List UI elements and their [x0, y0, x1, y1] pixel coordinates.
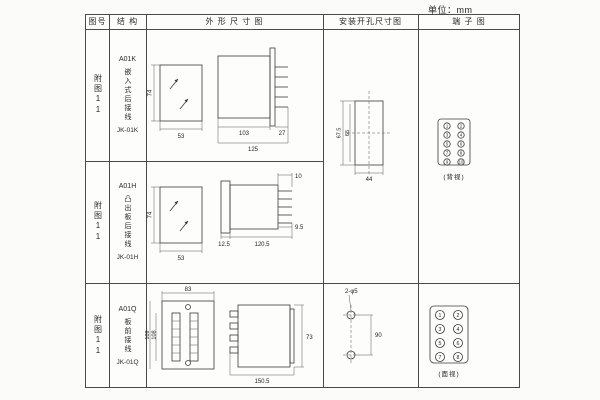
terminal-pins	[278, 190, 292, 224]
view-label: (背视)	[443, 172, 464, 181]
view-label: (面视)	[438, 369, 459, 378]
model-label: A01H	[118, 183, 137, 190]
structure-row1: A01K 嵌入式后接线 JK-01K	[109, 29, 146, 161]
model-code: JK-01Q	[116, 359, 139, 366]
header-outline: 外 形 尺 寸 图	[205, 17, 264, 26]
dim-side-body: 103	[239, 131, 250, 137]
dim-front-height: 74	[148, 89, 154, 96]
dim-front-height-inner: 108	[152, 330, 158, 339]
terminal-number: 1	[446, 124, 449, 129]
hole-spec-label: 2-φ5	[345, 289, 358, 295]
fig-no-row2: 附图11	[86, 161, 109, 283]
terminal-number: 3	[439, 327, 442, 333]
terminal-number: 2	[457, 313, 460, 319]
terminal-number: 5	[439, 341, 442, 347]
structure-row2: A01H 凸出板后接线 JK-01H	[109, 161, 146, 283]
dim-side-tail: 27	[279, 131, 286, 137]
terminal-circles: 1 2 3 4 5 6 7 8	[435, 310, 463, 362]
dim-front-width: 53	[178, 134, 185, 140]
fig-no-row3: 附图11	[86, 283, 109, 389]
terminal-number: 6	[457, 341, 460, 347]
dim-side-total: 120.5	[254, 242, 270, 248]
terminal-number: 5	[446, 142, 449, 147]
terminal-number: 2	[460, 124, 463, 129]
adjust-arrow-icon	[169, 200, 189, 232]
dim-pin-length: 10	[295, 174, 302, 180]
spec-table: 图号 结 构 外 形 尺 寸 图 安装开孔尺寸图 端 子 图 附图11 附图11…	[85, 14, 520, 388]
header-terminal: 端 子 图	[452, 17, 486, 26]
terminal-diagram-back: 1 2 3 4 5 6 7 8 9 10 (背视)	[437, 118, 471, 181]
terminal-number: 10	[459, 160, 464, 165]
dim-rear: 9.5	[295, 225, 304, 231]
dim-cutout-height-inner: 65	[345, 130, 351, 136]
header-structure: 结 构	[116, 17, 139, 26]
mounting-holes-drawing: 2-φ5 90	[343, 289, 382, 365]
dim-side-total: 125	[248, 147, 259, 153]
terminal-number: 7	[439, 355, 442, 361]
terminal-number: 8	[460, 151, 463, 156]
dim-front-width: 83	[185, 287, 192, 293]
terminal-number: 4	[460, 133, 463, 138]
dim-bezel: 12.5	[218, 242, 230, 248]
terminal-number: 1	[439, 313, 442, 319]
dim-cutout-width: 44	[366, 177, 373, 183]
dim-side-height: 73	[306, 335, 313, 341]
terminal-pins	[275, 66, 288, 108]
grid-line	[86, 161, 323, 162]
dim-hole-pitch: 90	[375, 333, 382, 339]
grid-line	[109, 15, 110, 388]
dim-front-width: 53	[178, 256, 185, 262]
structure-desc: 嵌入式后接线	[124, 68, 131, 122]
header-mounting: 安装开孔尺寸图	[339, 17, 402, 26]
mounting-hole	[185, 304, 191, 310]
grid-line	[86, 29, 519, 30]
outline-drawing-a01h: 74 53 10 9.5	[148, 173, 304, 262]
grid-line	[418, 15, 419, 388]
terminal-diagram-front: 1 2 3 4 5 6 7 8 (面视)	[429, 305, 469, 378]
terminal-number: 7	[446, 151, 449, 156]
terminal-strip	[171, 312, 199, 362]
unit-label: 单位：mm	[428, 5, 473, 15]
terminal-circles: 1 2 3 4 5 6 7 8 9 10	[443, 122, 465, 166]
structure-desc: 凸出板后接线	[124, 195, 131, 249]
header-fig-no: 图号	[88, 17, 107, 26]
dim-side-total: 150.5	[254, 379, 270, 385]
adjust-arrow-icon	[169, 78, 189, 110]
fig-no-text: 附图11	[93, 315, 103, 357]
mounting-cutout-drawing: 67.5 65 44	[337, 91, 391, 183]
dim-cutout-height: 67.5	[337, 128, 343, 139]
dim-front-height: 74	[148, 211, 154, 218]
model-label: A01K	[118, 56, 137, 63]
structure-row3: A01Q 板前接线 JK-01Q	[109, 283, 146, 389]
outline-drawing-a01q: 83 109 108 73 150.5	[145, 287, 313, 385]
model-label: A01Q	[118, 306, 137, 313]
terminal-number: 8	[457, 355, 460, 361]
grid-line	[86, 283, 519, 284]
terminal-number: 9	[446, 160, 449, 165]
mounting-hole	[185, 360, 191, 366]
model-code: JK-01H	[116, 254, 139, 261]
front-terminals	[229, 310, 239, 354]
terminal-number: 6	[460, 142, 463, 147]
fig-no-text: 附图11	[93, 74, 103, 116]
model-code: JK-01K	[116, 127, 139, 134]
fig-no-row1: 附图11	[86, 29, 109, 161]
dim-front-height: 109	[145, 330, 151, 339]
grid-line	[323, 15, 324, 388]
structure-desc: 板前接线	[124, 318, 131, 354]
grid-line	[146, 15, 147, 388]
outline-drawing-a01k: 74 53 103 27 125	[148, 47, 289, 153]
terminal-number: 3	[446, 133, 449, 138]
fig-no-text: 附图11	[93, 201, 103, 243]
terminal-number: 4	[457, 327, 460, 333]
